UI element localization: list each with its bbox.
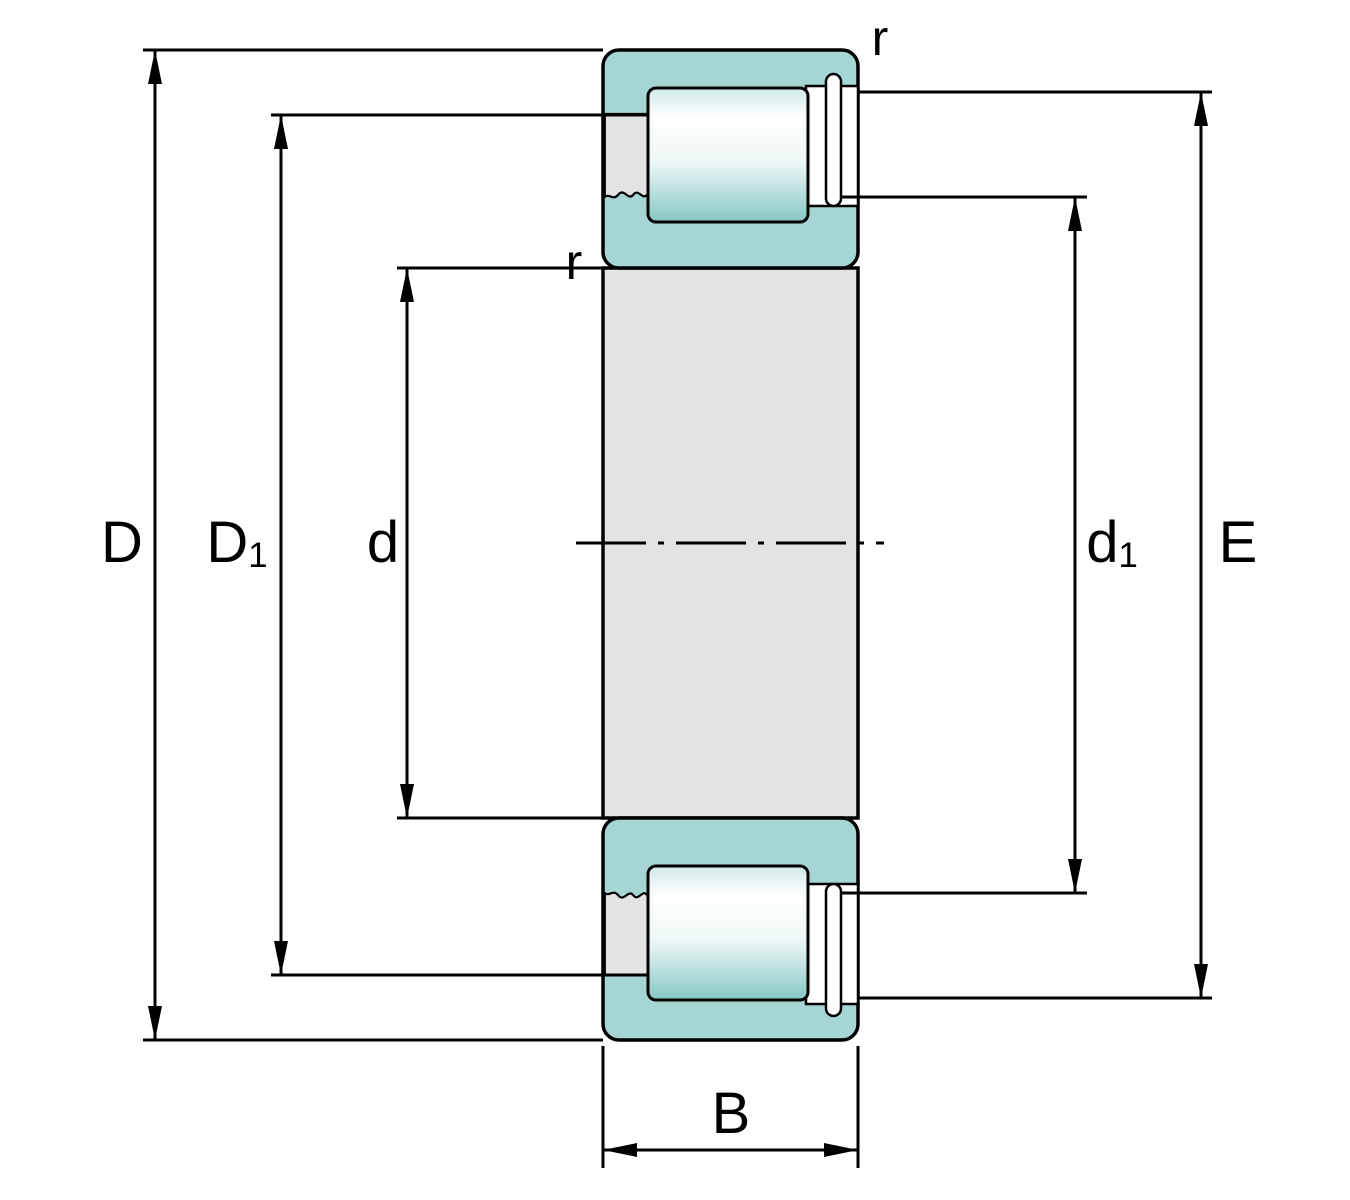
radius-label-outer: r <box>872 13 889 63</box>
dim-label-d-main: d <box>366 510 400 575</box>
dim-label-D-main: D <box>101 510 143 575</box>
break-notch-bottom <box>603 891 650 977</box>
radius-label-inner: r <box>566 237 583 287</box>
dim-label-B: B <box>712 1085 751 1143</box>
dim-label-d1: d1 <box>1086 514 1138 575</box>
dim-label-d: d <box>367 514 399 572</box>
break-notch-top <box>603 112 650 199</box>
dim-label-D: D <box>101 514 143 572</box>
radius-label-outer-main: r <box>871 10 889 66</box>
extension-lines <box>143 48 1212 1168</box>
dim-label-d1-main: d <box>1086 510 1119 575</box>
dim-label-E-main: E <box>1218 510 1258 575</box>
dim-label-E: E <box>1219 514 1258 572</box>
dim-label-B-main: B <box>711 1081 751 1146</box>
roller-top <box>646 86 810 224</box>
roller-bottom <box>646 864 810 1002</box>
radius-label-inner-main: r <box>565 234 583 290</box>
dim-label-D1: D1 <box>206 514 268 575</box>
dim-label-D1-main: D <box>206 510 249 575</box>
snap-ring-bottom <box>824 882 843 1018</box>
dim-label-d1-sub: 1 <box>1118 535 1138 575</box>
dim-label-D1-sub: 1 <box>248 535 268 575</box>
snap-ring-top <box>824 72 843 208</box>
dimension-lines <box>148 50 1208 1157</box>
